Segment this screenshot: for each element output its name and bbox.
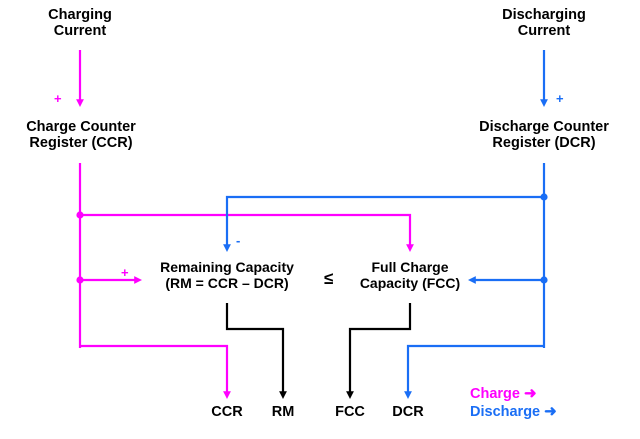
- node-charging-current: Charging Current: [48, 7, 112, 39]
- sign-remaining-capacity-plus: +: [121, 265, 129, 280]
- junction-dot-ccr-lower: [76, 276, 84, 284]
- junction-dot-dcr-upper: [540, 193, 548, 201]
- dcr-line1: Discharge Counter: [479, 119, 609, 135]
- legend-discharge-label: Discharge: [470, 404, 541, 420]
- sign-remaining-capacity-minus: -: [236, 233, 241, 248]
- wire-ccr-output: [80, 344, 231, 400]
- legend-charge-label: Charge: [470, 386, 520, 402]
- legend-charge: Charge ➜: [470, 385, 537, 403]
- output-label-rm: RM: [271, 404, 295, 420]
- junction-dot-ccr-upper: [76, 211, 84, 219]
- discharging-current-line1: Discharging: [502, 7, 586, 23]
- remaining-capacity-line1: Remaining Capacity: [160, 259, 294, 275]
- wire-dcr-to-remaining-capacity: [223, 195, 544, 253]
- wire-dcr-output: [404, 344, 544, 400]
- node-charge-counter-register: Charge Counter Register (CCR): [26, 119, 136, 151]
- output-label-fcc: FCC: [335, 404, 365, 420]
- full-charge-capacity-line1: Full Charge: [371, 259, 449, 275]
- output-label-ccr: CCR: [211, 404, 243, 420]
- output-label-dcr: DCR: [392, 404, 424, 420]
- junction-dot-dcr-lower: [540, 276, 548, 284]
- remaining-capacity-line2: (RM = CCR – DCR): [165, 274, 289, 291]
- sign-discharge-plus: +: [556, 91, 564, 106]
- comparison-operator: ≤: [324, 269, 334, 288]
- arrow-right-icon: ➜: [524, 385, 537, 402]
- arrow-right-icon: ➜: [544, 403, 557, 420]
- wire-fcc-to-fcc-output: [346, 303, 412, 400]
- sign-charge-plus: +: [54, 91, 62, 106]
- discharging-current-line2: Current: [517, 23, 571, 40]
- charging-current-line1: Charging: [48, 7, 112, 23]
- legend-discharge: Discharge ➜: [470, 403, 557, 421]
- wire-ccr-to-fcc: [80, 213, 414, 253]
- wire-remaining-capacity-to-rm: [225, 303, 287, 400]
- ccr-line2: Register (CCR): [29, 135, 133, 152]
- dcr-line2: Register (DCR): [492, 135, 596, 152]
- charging-current-line2: Current: [53, 23, 107, 40]
- node-discharge-counter-register: Discharge Counter Register (DCR): [479, 119, 609, 151]
- node-discharging-current: Discharging Current: [502, 7, 586, 39]
- node-remaining-capacity: Remaining Capacity (RM = CCR – DCR): [160, 259, 294, 291]
- node-full-charge-capacity: Full Charge Capacity (FCC): [359, 259, 461, 291]
- ccr-line1: Charge Counter: [26, 119, 136, 135]
- full-charge-capacity-line2: Capacity (FCC): [359, 274, 461, 291]
